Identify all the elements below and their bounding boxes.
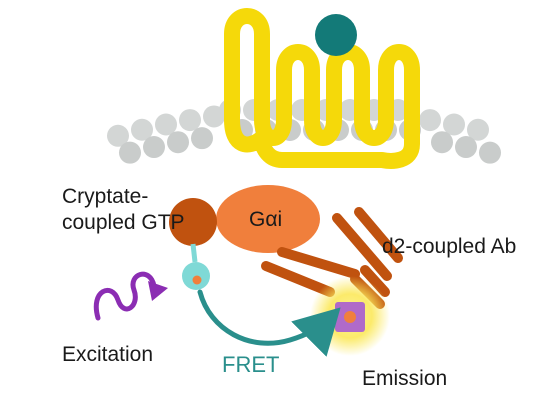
gpcr-receptor bbox=[224, 8, 420, 169]
lipid-bead bbox=[479, 141, 501, 164]
cryptate-label-line1: Cryptate- bbox=[62, 185, 149, 208]
lipid-bead bbox=[419, 109, 441, 132]
ligand-circle bbox=[315, 14, 357, 56]
donor-core bbox=[192, 275, 202, 285]
excitation-arrowhead bbox=[148, 281, 168, 301]
d2-antibody-label: d2-coupled Ab bbox=[382, 235, 517, 258]
emission-label: Emission bbox=[362, 367, 448, 390]
lipid-bead bbox=[119, 141, 141, 164]
lipid-bead bbox=[143, 136, 165, 159]
gtp-circle bbox=[169, 198, 217, 246]
fret-arrow bbox=[197, 289, 341, 357]
g-alpha-i-label: Gαi bbox=[249, 208, 282, 231]
gtp-linker bbox=[190, 243, 198, 263]
lipid-bead bbox=[179, 109, 201, 132]
lipid-bead bbox=[131, 118, 153, 141]
fret-label: FRET bbox=[222, 352, 280, 377]
lipid-bead bbox=[467, 118, 489, 141]
acceptor-core bbox=[344, 311, 356, 323]
cryptate-gtp-label: Cryptate- coupled GTP bbox=[62, 184, 185, 236]
lipid-bead bbox=[431, 131, 453, 154]
lipid-bead bbox=[191, 127, 213, 150]
cryptate-label-line2: coupled GTP bbox=[62, 211, 185, 234]
lipid-bead bbox=[107, 124, 129, 147]
lipid-bead bbox=[155, 113, 177, 136]
lipid-bead bbox=[455, 136, 477, 159]
excitation-label: Excitation bbox=[62, 343, 154, 366]
g-alpha-i-subunit bbox=[216, 185, 320, 253]
lipid-bead bbox=[167, 131, 189, 154]
excitation-arrow bbox=[93, 271, 157, 321]
lipid-bead bbox=[443, 113, 465, 136]
